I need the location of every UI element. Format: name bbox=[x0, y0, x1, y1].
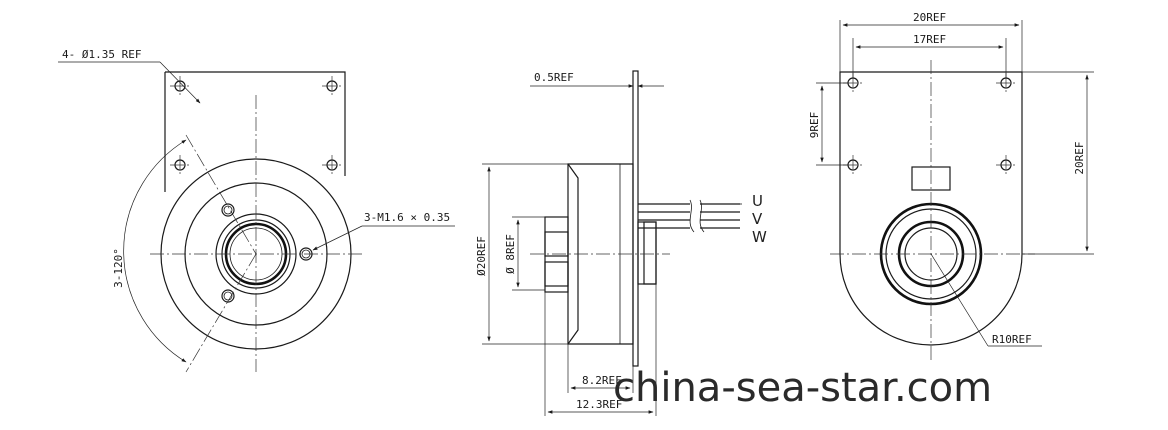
length-short-label: 8.2REF bbox=[582, 374, 622, 387]
plate-hole bbox=[170, 76, 190, 96]
plate-thickness-label: 0.5REF bbox=[534, 71, 574, 84]
radius-label: R10REF bbox=[992, 333, 1032, 346]
threaded-hole bbox=[221, 203, 235, 217]
thread-callout: 3-M1.6 × 0.35 bbox=[364, 211, 450, 224]
plate-hole bbox=[170, 155, 190, 175]
wire-label-u: U bbox=[752, 192, 763, 210]
height-holes-label: 9REF bbox=[808, 112, 821, 139]
angle-callout: 3-120° bbox=[112, 248, 125, 288]
width-holes-label: 17REF bbox=[913, 33, 946, 46]
plate-hole bbox=[322, 76, 342, 96]
threaded-hole bbox=[299, 247, 313, 261]
side-view: 0.5REF Ø20REF Ø 8REF 8.2REF 12.3REF U V … bbox=[475, 70, 767, 416]
wire-label-w: W bbox=[752, 228, 767, 246]
width-outer-label: 20REF bbox=[913, 11, 946, 24]
outer-diameter-label: Ø20REF bbox=[475, 236, 488, 276]
threaded-hole bbox=[221, 289, 235, 303]
length-long-label: 12.3REF bbox=[576, 398, 622, 411]
rear-view: 20REF 17REF 9REF 20REF R10REF bbox=[808, 11, 1094, 362]
wire-label-v: V bbox=[752, 210, 763, 228]
front-view: 4- Ø1.35 REF 3-M1.6 × 0.35 3-120° bbox=[58, 48, 455, 373]
hole-callout: 4- Ø1.35 REF bbox=[62, 48, 141, 61]
plate-hole bbox=[322, 155, 342, 175]
watermark-text: china-sea-star.com bbox=[613, 365, 992, 411]
height-total-label: 20REF bbox=[1073, 141, 1086, 174]
rear-hole bbox=[996, 155, 1016, 175]
bore-diameter-label: Ø 8REF bbox=[504, 234, 517, 274]
